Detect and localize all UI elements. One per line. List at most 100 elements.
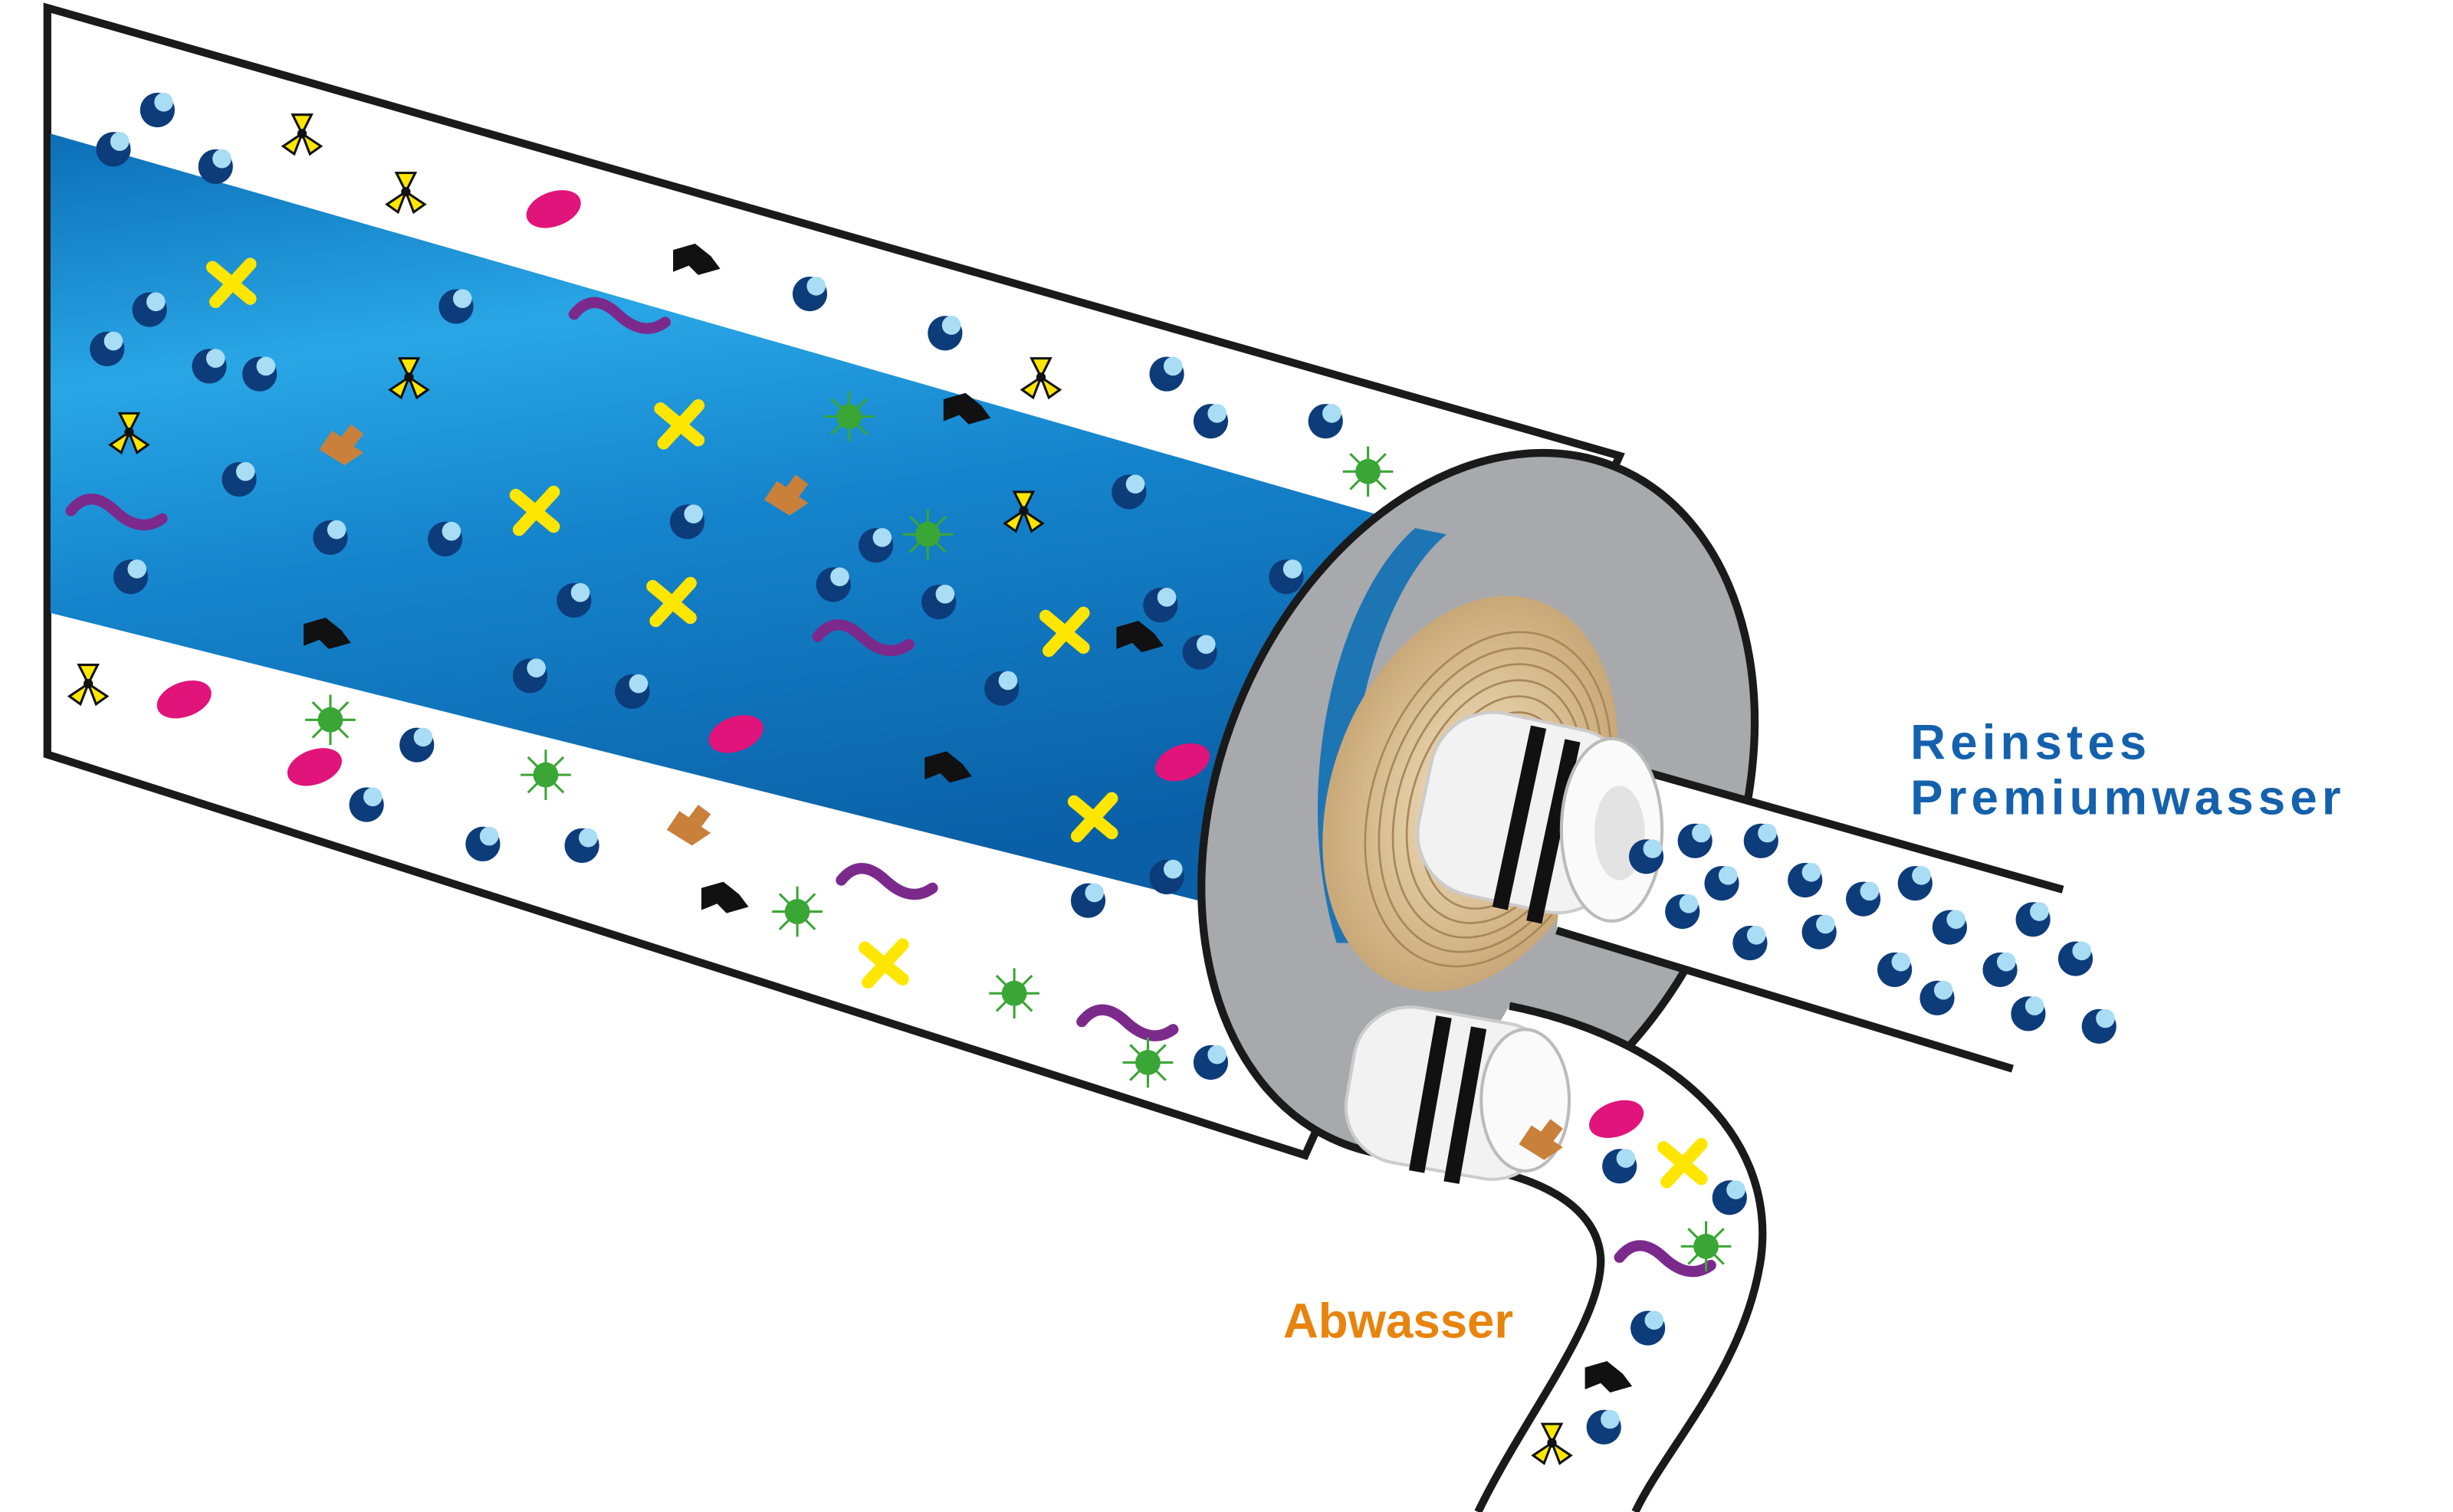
water-molecule-icon [1193, 1045, 1229, 1080]
membrane-cylinder [50, 133, 1447, 943]
water-molecule-icon [1193, 404, 1229, 439]
water-molecule-icon [242, 356, 277, 392]
output-particles [1519, 823, 2116, 1465]
water-molecule-icon [1982, 952, 2018, 987]
bacteria-icon [1122, 1037, 1174, 1088]
squiggle-particle-icon [1614, 1240, 1716, 1277]
x-particle-icon [205, 257, 257, 308]
reject-tube-outer [1509, 1002, 1767, 1512]
water-molecule-icon [438, 289, 474, 324]
water-molecule-icon [1919, 980, 1955, 1015]
reject-label: Abwasser [1283, 1294, 1513, 1348]
water-molecule-icon [1070, 883, 1106, 918]
water-molecule-icon [313, 520, 348, 555]
leaf-particle-icon [666, 805, 711, 846]
radiation-icon [1020, 357, 1062, 400]
ellipse-particle-icon [287, 748, 342, 786]
water-molecule-icon [1665, 894, 1700, 930]
debris-icon [701, 881, 749, 913]
x-particle-icon [859, 938, 909, 989]
x-particle-icon [509, 485, 560, 536]
x-particle-icon [1067, 792, 1118, 843]
water-molecule-icon [1149, 356, 1184, 392]
bacteria-icon [520, 749, 571, 800]
water-molecule-icon [615, 674, 650, 709]
squiggle-particle-icon [65, 494, 168, 531]
leaf-particle-icon [1519, 1119, 1563, 1160]
water-molecule-icon [1801, 914, 1837, 950]
water-molecule-icon [2011, 996, 2046, 1032]
ellipse-particle-icon [1155, 743, 1210, 782]
bacteria-icon [305, 694, 356, 746]
water-molecule-icon [132, 292, 167, 327]
ellipse-particle-icon [156, 680, 212, 719]
water-molecule-icon [2081, 1009, 2116, 1044]
radiation-icon [385, 172, 427, 215]
water-molecule-icon [2015, 902, 2051, 937]
water-molecule-icon [2057, 941, 2093, 976]
bacteria-icon [989, 968, 1039, 1019]
radiation-icon [1003, 490, 1045, 533]
radiation-icon [281, 113, 323, 156]
water-molecule-icon [198, 149, 233, 184]
water-molecule-icon [1877, 952, 1913, 987]
water-molecule-icon [1712, 1180, 1747, 1215]
water-molecule-icon [428, 521, 463, 557]
water-molecule-icon [1586, 1409, 1621, 1445]
debris-icon [673, 243, 721, 275]
water-molecule-icon [222, 461, 257, 497]
water-molecule-icon [465, 826, 501, 861]
x-particle-icon [654, 398, 705, 450]
permeate-label-line1: Reinstes [1910, 716, 2151, 770]
water-molecule-icon [928, 316, 963, 351]
water-molecule-icon [1932, 910, 1967, 945]
permeate-label-line2: Premiumwasser [1910, 770, 2346, 825]
radiation-icon [388, 357, 430, 400]
debris-icon [1116, 621, 1164, 653]
water-molecule-icon [1732, 926, 1768, 961]
bacteria-icon [823, 391, 875, 442]
water-molecule-icon [1143, 588, 1178, 623]
bacteria-icon [1680, 1221, 1732, 1272]
leaf-particle-icon [764, 474, 809, 516]
squiggle-particle-icon [812, 619, 915, 657]
water-molecule-icon [1788, 862, 1823, 898]
water-molecule-icon [1112, 474, 1147, 510]
water-molecule-icon [1897, 866, 1933, 901]
water-molecule-icon [921, 584, 957, 620]
water-molecule-icon [557, 582, 592, 618]
water-molecule-icon [140, 93, 175, 128]
reject-nozzle [1344, 1005, 1571, 1184]
x-particle-icon [646, 576, 697, 628]
ellipse-particle-icon [708, 715, 763, 753]
water-molecule-icon [349, 787, 384, 822]
water-molecule-icon [113, 559, 149, 595]
water-molecule-icon [90, 331, 125, 366]
water-molecule-icon [1743, 823, 1778, 858]
debris-icon [943, 392, 991, 425]
water-molecule-icon [859, 528, 894, 563]
water-molecule-icon [1629, 839, 1664, 874]
water-molecule-icon [512, 658, 547, 694]
radiation-icon [108, 412, 150, 455]
squiggle-particle-icon [1076, 1004, 1179, 1041]
water-molecule-icon [1846, 881, 1881, 917]
water-molecule-icon [564, 828, 599, 863]
bacteria-icon [772, 886, 823, 937]
ellipse-particle-icon [526, 190, 581, 228]
water-molecule-icon [1308, 404, 1343, 439]
water-molecule-icon [1704, 866, 1739, 901]
debris-icon [1584, 1361, 1633, 1393]
water-molecule-icon [1149, 859, 1184, 894]
permeate-tube-top [1571, 747, 2064, 894]
leaf-particle-icon [319, 424, 364, 466]
water-molecule-icon [192, 349, 227, 384]
water-molecule-icon [96, 132, 131, 167]
water-molecule-icon [984, 671, 1020, 706]
radiation-icon [1531, 1422, 1573, 1465]
water-molecule-icon [1182, 635, 1217, 670]
water-molecule-icon [792, 276, 828, 312]
ellipse-particle-icon [1589, 1100, 1644, 1138]
water-molecule-icon [1677, 823, 1713, 858]
